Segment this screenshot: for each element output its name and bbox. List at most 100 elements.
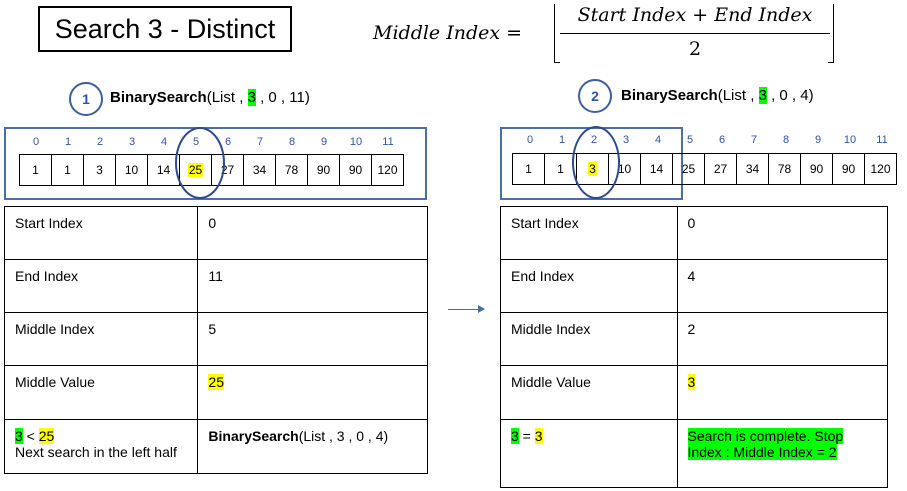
table-row: End Index 4 bbox=[500, 259, 889, 313]
compare-note: Next search in the left half bbox=[15, 444, 177, 460]
array-cell: 120 bbox=[371, 154, 404, 186]
array-cell: 90 bbox=[307, 154, 340, 186]
row-label: Middle Value bbox=[500, 365, 678, 420]
array-index-label: 6 bbox=[718, 134, 726, 146]
step-1-badge: 1 bbox=[69, 82, 103, 116]
step-2-call-name: BinarySearch bbox=[621, 87, 718, 104]
array-index-label: 0 bbox=[32, 136, 40, 148]
middle-value: 25 bbox=[208, 374, 224, 390]
array-cell-value: 90 bbox=[316, 163, 331, 177]
row-label: End Index bbox=[500, 259, 678, 313]
result-line-1: Search is complete. Stop bbox=[687, 428, 844, 444]
array-cell-value: 1 bbox=[557, 162, 564, 176]
step-1-call-target: 3 bbox=[247, 89, 256, 106]
row-value: 4 bbox=[676, 259, 889, 313]
array-index-label: 4 bbox=[160, 136, 168, 148]
array-cell-value: 10 bbox=[124, 163, 139, 177]
array-cell-value: 1 bbox=[32, 163, 39, 177]
array-index-label: 10 bbox=[843, 134, 857, 146]
result-line-2: Index : Middle Index = 2 bbox=[687, 444, 837, 460]
step-2-call-rest: , 0 , 4) bbox=[766, 87, 814, 104]
step-1-call-rest: , 0 , 11) bbox=[255, 89, 310, 106]
compare-target: 3 bbox=[511, 428, 519, 444]
step-2-call-open: (List , bbox=[717, 87, 759, 104]
array-cell: 1 bbox=[512, 153, 545, 185]
array-cell: 25 bbox=[672, 153, 705, 185]
array-cell-value: 14 bbox=[156, 163, 171, 177]
compare-middle: 3 bbox=[534, 428, 543, 444]
array-cell-value: 34 bbox=[252, 163, 267, 177]
table-row: Middle Value 3 bbox=[500, 365, 889, 420]
step-2-table: Start Index 0 End Index 4 Middle Index 2… bbox=[500, 206, 889, 488]
row-label: Middle Index bbox=[500, 312, 678, 366]
row-label: Middle Index bbox=[3, 312, 199, 366]
array-index-label: 7 bbox=[750, 134, 758, 146]
formula-numerator: Start Index + End Index bbox=[577, 4, 813, 26]
array-index-label: 2 bbox=[96, 136, 104, 148]
array-cell-value: 78 bbox=[284, 163, 299, 177]
array-cell-value: 78 bbox=[777, 162, 792, 176]
compare-operator: < bbox=[22, 428, 39, 444]
row-value: 0 bbox=[197, 206, 428, 260]
floor-bracket-left bbox=[554, 4, 560, 63]
step-2-middle-ring bbox=[572, 126, 620, 199]
array-cell: 34 bbox=[243, 154, 276, 186]
array-index-label: 8 bbox=[782, 134, 790, 146]
array-cell-value: 3 bbox=[96, 163, 103, 177]
next-call-args: (List , 3 , 0 , 4) bbox=[298, 428, 389, 444]
step-2-badge: 2 bbox=[578, 79, 612, 113]
array-cell-value: 34 bbox=[745, 162, 760, 176]
row-value: 11 bbox=[197, 259, 428, 313]
arrow-right-icon bbox=[448, 309, 480, 310]
step-1-full-range-frame bbox=[4, 127, 427, 200]
array-index-label: 0 bbox=[526, 134, 534, 146]
middle-value: 3 bbox=[687, 374, 696, 390]
array-index-label: 1 bbox=[64, 136, 72, 148]
comparison-cell: 3 < 25 Next search in the left half bbox=[3, 419, 199, 474]
array-index-label: 11 bbox=[382, 136, 394, 148]
table-row: Middle Index 5 bbox=[3, 312, 428, 366]
table-row: 3 < 25 Next search in the left half Bina… bbox=[3, 419, 428, 474]
array-index-label: 8 bbox=[288, 136, 296, 148]
table-row: End Index 11 bbox=[3, 259, 428, 313]
array-cell-value: 90 bbox=[809, 162, 824, 176]
array-index-label: 9 bbox=[320, 136, 328, 148]
table-row: Start Index 0 bbox=[500, 206, 889, 260]
array-cell-value: 90 bbox=[348, 163, 363, 177]
array-cell: 3 bbox=[83, 154, 116, 186]
comparison-cell: 3 = 3 bbox=[500, 419, 678, 488]
array-cell: 90 bbox=[800, 153, 833, 185]
table-row: Middle Value 25 bbox=[3, 365, 428, 420]
array-index-label: 4 bbox=[654, 134, 662, 146]
formula-denominator: 2 bbox=[688, 38, 702, 60]
array-index-label: 9 bbox=[814, 134, 822, 146]
fraction-bar bbox=[560, 33, 830, 34]
array-cell-value: 1 bbox=[64, 163, 71, 177]
row-label: Start Index bbox=[3, 206, 199, 260]
array-cell-value: 90 bbox=[841, 162, 856, 176]
array-index-label: 10 bbox=[349, 136, 363, 148]
compare-target: 3 bbox=[15, 428, 23, 444]
compare-operator: = bbox=[518, 428, 535, 444]
arrow-head-icon bbox=[478, 305, 485, 313]
table-row: Middle Index 2 bbox=[500, 312, 889, 366]
array-index-label: 6 bbox=[224, 136, 232, 148]
step-1-call: BinarySearch(List , 3 , 0 , 11) bbox=[110, 89, 310, 106]
array-index-label: 3 bbox=[128, 136, 136, 148]
row-label: End Index bbox=[3, 259, 199, 313]
array-cell-value: 25 bbox=[681, 162, 696, 176]
table-row: 3 = 3 Search is complete. Stop Index : M… bbox=[500, 419, 889, 488]
next-call-cell: BinarySearch(List , 3 , 0 , 4) bbox=[197, 419, 428, 474]
result-cell: Search is complete. Stop Index : Middle … bbox=[676, 419, 889, 488]
page-title: Search 3 - Distinct bbox=[38, 6, 292, 52]
floor-bracket-right bbox=[828, 4, 834, 63]
array-index-label: 5 bbox=[686, 134, 694, 146]
row-label: Middle Value bbox=[3, 365, 199, 420]
array-cell: 78 bbox=[275, 154, 308, 186]
row-value: 0 bbox=[676, 206, 889, 260]
step-2-call: BinarySearch(List , 3 , 0 , 4) bbox=[621, 87, 814, 104]
step-2-call-target: 3 bbox=[758, 87, 767, 104]
step-1-call-open: (List , bbox=[206, 89, 248, 106]
step-1-middle-ring bbox=[175, 127, 225, 199]
array-cell: 34 bbox=[736, 153, 769, 185]
